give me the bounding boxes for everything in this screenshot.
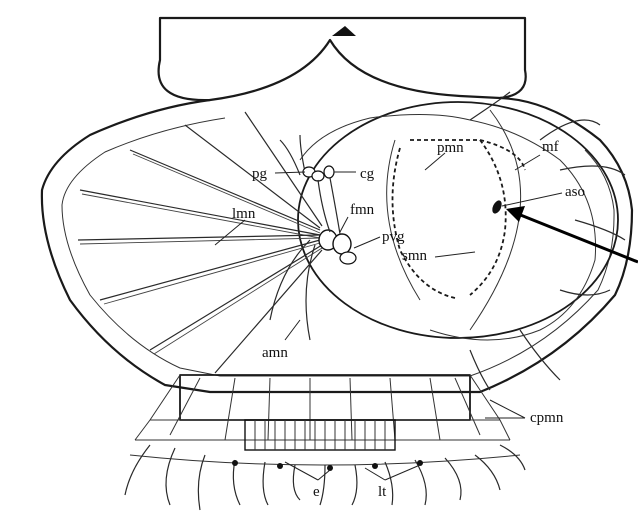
left-mantle-nerves	[78, 112, 322, 373]
tentacles	[125, 445, 525, 510]
label-lmn: lmn	[232, 206, 256, 222]
label-amn: amn	[262, 345, 288, 361]
label-smn: smn	[402, 248, 428, 264]
parietovisceral-ganglion	[319, 230, 356, 264]
label-pg: pg	[252, 166, 268, 182]
right-mantle-nerves	[470, 92, 625, 390]
label-cg: cg	[360, 166, 375, 182]
smooth-muscle-edge-2	[410, 140, 506, 295]
cerebrovisceral-connective	[318, 180, 330, 232]
label-cpmn: cpmn	[530, 410, 564, 426]
cerebral-ganglion	[324, 166, 334, 178]
cerebrovisceral-connective-2	[330, 178, 340, 234]
smooth-muscle-edge	[393, 148, 456, 298]
muscle-division	[387, 140, 420, 300]
label-fmn: fmn	[350, 202, 375, 218]
label-aso: aso	[565, 184, 585, 200]
leader-lines	[215, 153, 562, 480]
label-e: e	[313, 484, 320, 500]
label-pvg: pvg	[382, 229, 405, 245]
smooth-muscle-edge-3	[480, 140, 525, 170]
catch-muscle-division	[470, 110, 521, 330]
label-mf: mf	[542, 139, 559, 155]
label-lt: lt	[378, 484, 387, 500]
eyes	[232, 460, 423, 471]
abdominal-sense-organ	[490, 199, 503, 215]
label-pmn: pmn	[437, 140, 464, 156]
umbo-marker	[332, 26, 356, 36]
pedal-ganglion	[303, 167, 324, 181]
